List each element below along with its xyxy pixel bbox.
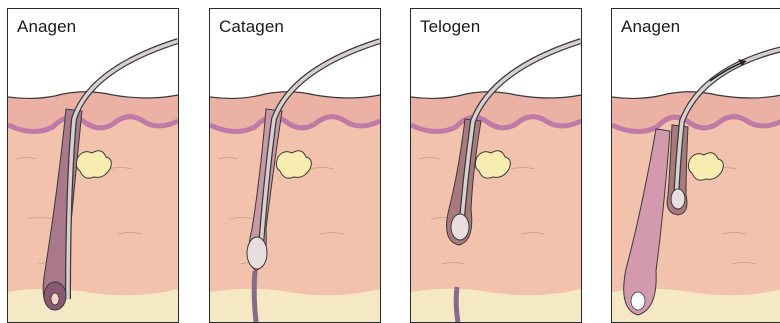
club-hair (247, 237, 267, 269)
dermal-papilla-strand (456, 287, 458, 322)
anagen-illustration (8, 9, 178, 322)
regressing-strand (254, 271, 256, 322)
panel-title: Anagen (17, 17, 76, 37)
catagen-illustration (210, 9, 380, 322)
telogen-illustration (411, 9, 581, 322)
panel-anagen: Anagen (7, 8, 179, 323)
fat-layer (8, 289, 178, 322)
panel-catagen: Catagen (209, 8, 381, 323)
fat-layer (210, 289, 380, 322)
club-hair (451, 214, 469, 240)
panel-title: Catagen (219, 17, 284, 37)
club-hair (671, 189, 685, 209)
panel-telogen: Telogen (410, 8, 582, 323)
panel-anagen-new: Anagen (611, 8, 780, 323)
new-dermal-papilla (631, 292, 645, 310)
panel-title: Anagen (621, 17, 680, 37)
panel-title: Telogen (420, 17, 480, 37)
fat-layer (411, 289, 581, 322)
anagen-new-illustration (612, 9, 780, 322)
dermal-papilla (51, 293, 59, 305)
